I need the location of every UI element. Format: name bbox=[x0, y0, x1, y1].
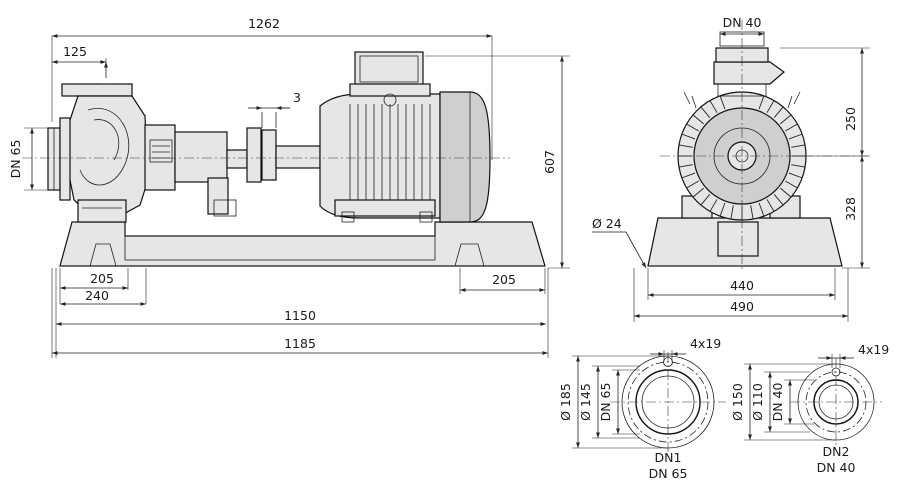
dn2-name: DN2 bbox=[823, 444, 850, 459]
dn2-bolt-holes: 4x19 bbox=[858, 342, 889, 357]
cooling-fin bbox=[766, 199, 775, 212]
cooling-fin bbox=[709, 100, 718, 113]
dim-hole-diameter: Ø 24 bbox=[592, 216, 622, 231]
cooling-fin bbox=[780, 187, 792, 198]
cooling-fin bbox=[681, 133, 696, 140]
cooling-fin bbox=[719, 95, 726, 110]
dn1-bolt-holes: 4x19 bbox=[690, 336, 721, 351]
dn2-bore-label: DN 40 bbox=[770, 383, 785, 422]
dn2-size: DN 40 bbox=[817, 460, 856, 475]
dim-height-total: 607 bbox=[542, 150, 557, 174]
cooling-fin bbox=[780, 114, 792, 125]
cooling-fin bbox=[686, 180, 699, 189]
dn2-bolt-circle: Ø 110 bbox=[750, 383, 765, 421]
side-view-dimensions: 1262 125 3 607 DN 65 205 240 205 bbox=[8, 16, 570, 358]
cooling-fin bbox=[700, 194, 711, 206]
cooling-fin bbox=[730, 205, 734, 220]
dn2-outer-diameter: Ø 150 bbox=[730, 383, 745, 421]
shaft-coupling bbox=[226, 112, 321, 183]
dim-foot-width-left: 205 bbox=[90, 271, 114, 286]
cooling-fin bbox=[773, 194, 784, 206]
pump-casing bbox=[61, 83, 149, 223]
dim-foot-edge-left: 240 bbox=[85, 288, 109, 303]
cooling-fin bbox=[719, 202, 726, 217]
cooling-fin bbox=[785, 180, 798, 189]
flange-dn2-detail: Ø 150 Ø 110 DN 40 4x19 DN2 DN 40 bbox=[730, 342, 889, 475]
dim-suction-offset: 125 bbox=[63, 44, 87, 59]
cooling-fin bbox=[773, 106, 784, 118]
motor bbox=[319, 51, 491, 223]
base-frame bbox=[59, 221, 546, 267]
cooling-fin bbox=[758, 202, 765, 217]
dim-coupling-gap: 3 bbox=[293, 90, 301, 105]
cooling-fin bbox=[788, 133, 803, 140]
cooling-fin bbox=[709, 199, 718, 212]
dim-shaft-height-lower: 328 bbox=[843, 197, 858, 221]
dim-base-length: 1185 bbox=[284, 336, 316, 351]
dim-base-width-inner: 440 bbox=[730, 278, 754, 293]
cooling-fin bbox=[791, 164, 806, 168]
dn1-outer-diameter: Ø 185 bbox=[558, 383, 573, 421]
side-view bbox=[22, 51, 546, 267]
bearing-bracket bbox=[144, 124, 237, 217]
dim-foot-width-right: 205 bbox=[492, 272, 516, 287]
dim-shaft-height-upper: 250 bbox=[843, 107, 858, 131]
cooling-fin bbox=[758, 95, 765, 110]
cooling-fin bbox=[788, 172, 803, 179]
dn1-name: DN1 bbox=[655, 450, 682, 465]
front-view-dimensions: DN 40 250 328 Ø 24 440 490 bbox=[592, 15, 870, 322]
dim-overall-length: 1262 bbox=[248, 16, 280, 31]
cooling-fin bbox=[766, 100, 775, 113]
dim-outlet-dn: DN 40 bbox=[723, 15, 762, 30]
cooling-fin bbox=[785, 123, 798, 132]
suction-flange bbox=[47, 117, 71, 201]
dn1-bore-label: DN 65 bbox=[598, 383, 613, 422]
cooling-fin bbox=[678, 164, 693, 168]
dn1-size: DN 65 bbox=[649, 466, 688, 481]
cooling-fin bbox=[681, 172, 696, 179]
cooling-fin bbox=[791, 144, 806, 148]
front-view bbox=[647, 20, 870, 272]
dn1-bolt-circle: Ø 145 bbox=[578, 383, 593, 421]
flange-dn1-detail: Ø 185 Ø 145 DN 65 4x19 DN1 DN 65 bbox=[558, 336, 726, 481]
cooling-fin bbox=[686, 123, 699, 132]
cooling-fin bbox=[678, 144, 693, 148]
cooling-fin bbox=[692, 114, 704, 125]
dim-base-width-outer: 490 bbox=[730, 299, 754, 314]
dim-inlet-dn: DN 65 bbox=[8, 140, 23, 179]
cooling-fin bbox=[692, 187, 704, 198]
dim-bolt-spacing: 1150 bbox=[284, 308, 316, 323]
cooling-fin bbox=[750, 205, 754, 220]
cooling-fin bbox=[700, 106, 711, 118]
